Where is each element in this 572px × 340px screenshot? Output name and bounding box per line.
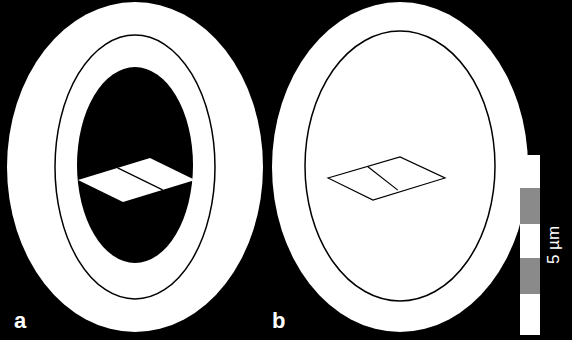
panel-label: a: [14, 310, 26, 332]
inner-outline: [55, 35, 215, 299]
scale-bar: [520, 155, 540, 335]
crystal-diamond: [78, 158, 195, 202]
scale-segment: [520, 258, 540, 294]
outer-ellipse: [272, 2, 528, 332]
crystal-line: [368, 167, 398, 191]
inner-outline: [305, 31, 495, 301]
crystal-diamond: [328, 157, 445, 200]
panel-label: b: [272, 310, 285, 332]
scale-label: 5 µm: [545, 226, 563, 264]
scale-segment: [520, 188, 540, 224]
outer-ellipse: [7, 2, 263, 332]
crystal-line: [118, 168, 163, 190]
